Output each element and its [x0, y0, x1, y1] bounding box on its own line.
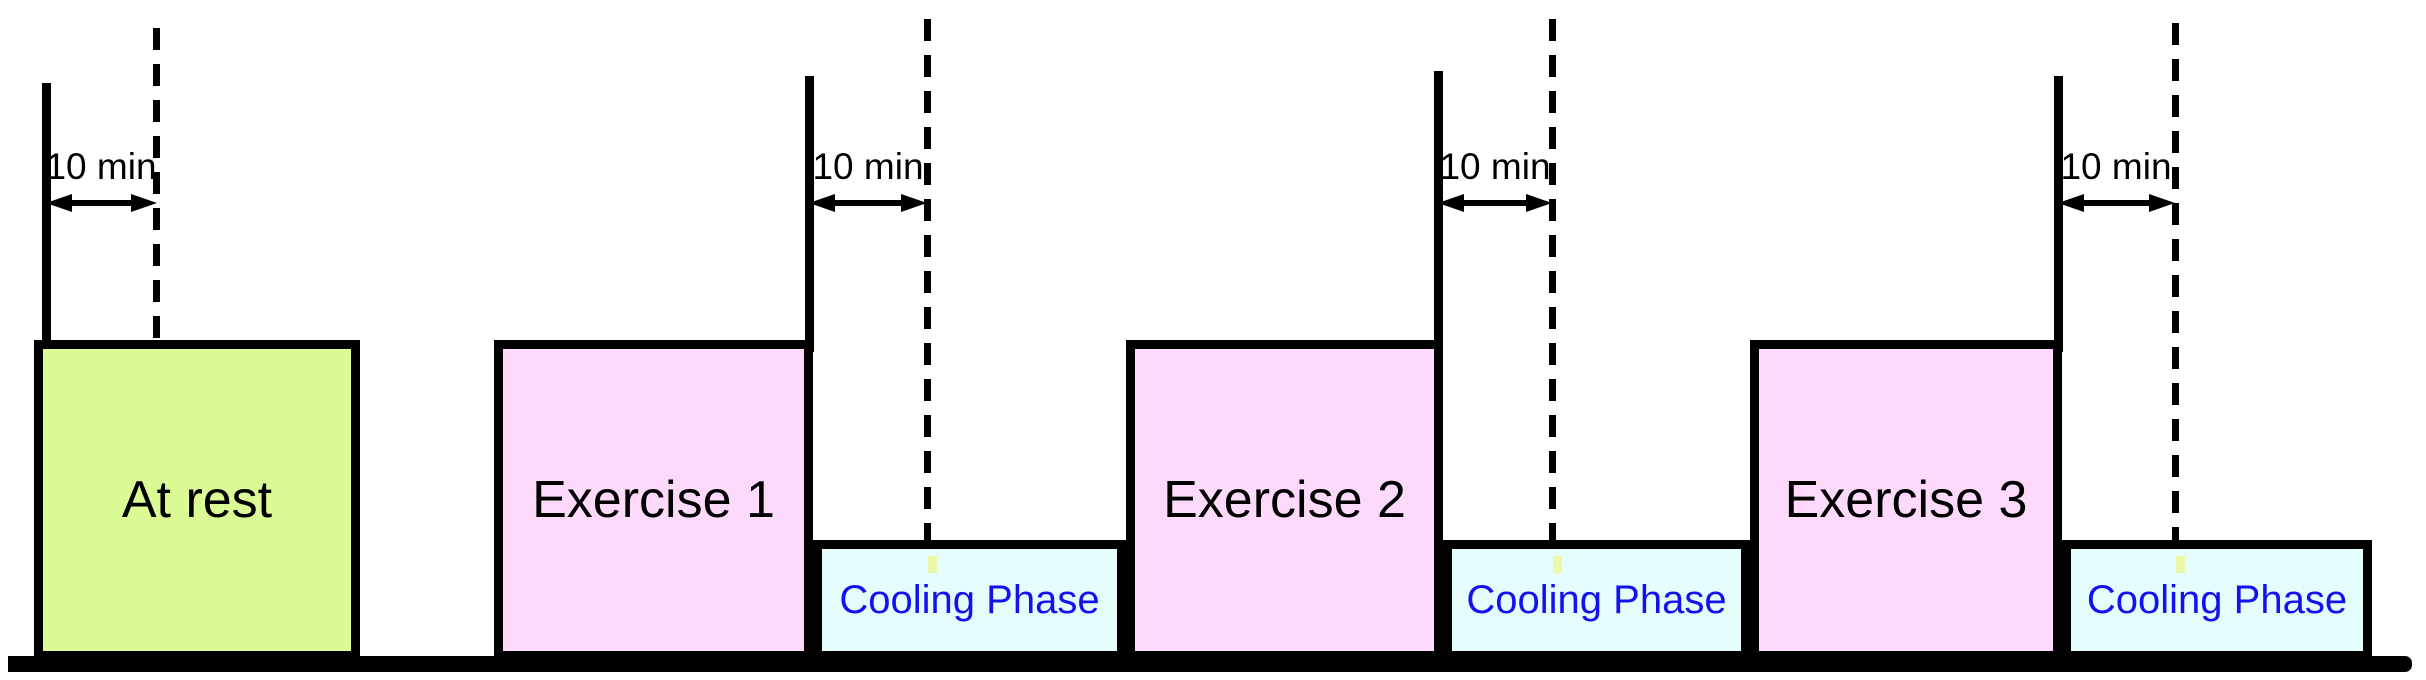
- duration-arrow-4: [2058, 194, 2175, 212]
- dash-remnant-tick: [1553, 556, 1562, 573]
- arrowhead-left-icon: [1438, 194, 1464, 212]
- duration-label-1: 10 min: [45, 146, 157, 187]
- arrow-shaft: [66, 200, 137, 206]
- arrowhead-right-icon: [131, 194, 157, 212]
- arrowhead-right-icon: [901, 194, 927, 212]
- phase-label: Cooling Phase: [2086, 578, 2348, 622]
- duration-label-4: 10 min: [2060, 146, 2172, 187]
- phase-label: Exercise 2: [1163, 471, 1406, 529]
- interval-start-line-4: [2054, 76, 2063, 352]
- arrow-shaft: [2078, 200, 2155, 206]
- interval-start-line-2: [805, 76, 814, 352]
- interval-start-line-1: [42, 83, 51, 352]
- duration-label-2: 10 min: [812, 146, 924, 187]
- duration-arrow-2: [809, 194, 927, 212]
- duration-label-3: 10 min: [1439, 146, 1551, 187]
- phase-label: Exercise 3: [1784, 471, 2028, 529]
- phase-block-exercise-1: Exercise 1: [494, 340, 813, 660]
- dash-remnant-tick: [2176, 556, 2185, 573]
- duration-arrow-3: [1438, 194, 1552, 212]
- phase-block-cooling-1: Cooling Phase: [813, 540, 1126, 660]
- arrowhead-left-icon: [46, 194, 72, 212]
- arrowhead-right-icon: [1526, 194, 1552, 212]
- dash-remnant-tick: [928, 556, 937, 573]
- phase-label: Cooling Phase: [1466, 578, 1727, 622]
- interval-end-dashed-line-3: [1549, 19, 1556, 542]
- phase-block-exercise-3: Exercise 3: [1750, 340, 2062, 660]
- arrow-shaft: [1458, 200, 1532, 206]
- phase-label: Cooling Phase: [839, 578, 1100, 622]
- phase-block-cooling-2: Cooling Phase: [1443, 540, 1750, 660]
- interval-end-dashed-line-1: [153, 28, 160, 343]
- arrowhead-left-icon: [809, 194, 835, 212]
- phase-block-cooling-3: Cooling Phase: [2062, 540, 2372, 660]
- arrowhead-right-icon: [2149, 194, 2175, 212]
- phase-label: At rest: [121, 471, 273, 529]
- arrow-shaft: [829, 200, 907, 206]
- interval-end-dashed-line-2: [924, 19, 931, 542]
- arrowhead-left-icon: [2058, 194, 2084, 212]
- interval-end-dashed-line-4: [2172, 23, 2179, 542]
- duration-arrow-1: [46, 194, 157, 212]
- timeline-baseline: [8, 656, 2412, 672]
- phase-label: Exercise 1: [532, 471, 775, 529]
- phase-block-exercise-2: Exercise 2: [1126, 340, 1443, 660]
- phase-block-at-rest: At rest: [34, 340, 360, 660]
